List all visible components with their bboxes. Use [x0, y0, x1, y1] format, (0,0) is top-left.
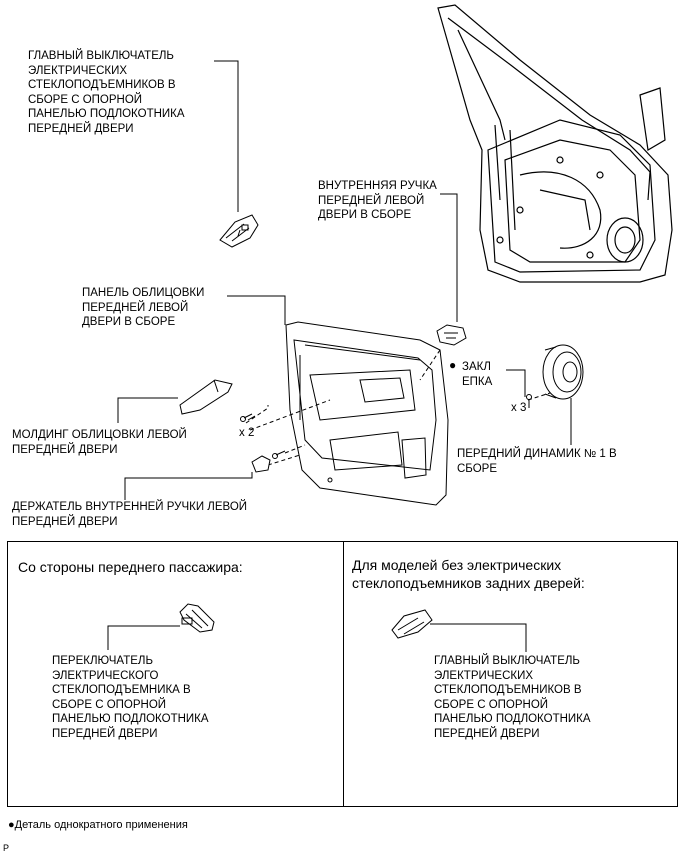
handle-holder-label: ДЕРЖАТЕЛЬ ВНУТРЕННЕЙ РУЧКИ ЛЕВОЙ ПЕРЕДНЕ…: [12, 501, 248, 528]
trim-panel-label: ПАНЕЛЬ ОБЛИЦОВКИ ПЕРЕДНЕЙ ЛЕВОЙ ДВЕРИ В …: [82, 287, 205, 328]
clip-label: ЗАКЛ ЕПКА: [462, 361, 493, 388]
leader-inner-handle: [440, 193, 458, 322]
passenger-switch-part: [179, 603, 215, 633]
passenger-switch-label: ПЕРЕКЛЮЧАТЕЛЬ ЭЛЕКТРИЧЕСКОГО СТЕКЛОПОДЪЕ…: [52, 655, 209, 740]
no-rear-windows-heading: Для моделей без электрических стеклоподъ…: [352, 557, 585, 591]
main-switch-part: [219, 214, 259, 248]
corner-mark: P: [3, 843, 10, 853]
speaker-part: [542, 344, 584, 400]
handle-holder-part: [251, 455, 271, 473]
box-main-switch-label: ГЛАВНЫЙ ВЫКЛЮЧАТЕЛЬ ЭЛЕКТРИЧЕСКИХ СТЕКЛО…: [434, 655, 591, 740]
screw-parts: [240, 413, 286, 459]
trim-panel-part: [285, 321, 449, 506]
inner-handle-part: [436, 324, 467, 346]
molding-label: МОЛДИНГ ОБЛИЦОВКИ ЛЕВОЙ ПЕРЕДНЕЙ ДВЕРИ: [12, 429, 187, 456]
box-main-switch-part: [391, 609, 433, 639]
leader-passenger-switch: [107, 625, 180, 650]
door-frame-illustration: [437, 4, 673, 283]
footnote: ●Деталь однократного применения: [8, 819, 188, 831]
screw-qty-label: x 2: [239, 427, 255, 439]
molding-part: [179, 379, 233, 415]
leader-molding: [117, 397, 178, 423]
passenger-side-heading: Со стороны переднего пассажира:: [18, 559, 243, 575]
main-switch-label: ГЛАВНЫЙ ВЫКЛЮЧАТЕЛЬ ЭЛЕКТРИЧЕСКИХ СТЕКЛО…: [28, 50, 185, 135]
clip-qty-label: x 3: [511, 402, 527, 414]
passenger-side-box: [7, 541, 344, 807]
leader-handle-holder: [124, 472, 253, 500]
no-rear-windows-box: [342, 541, 678, 807]
leader-main-switch: [214, 60, 239, 212]
leader-trim-panel: [227, 295, 286, 325]
clip-bullet: ●: [449, 358, 457, 372]
clip-part: [526, 394, 532, 408]
leader-clip: [506, 369, 526, 397]
speaker-label: ПЕРЕДНИЙ ДИНАМИК № 1 В СБОРЕ: [457, 448, 617, 475]
inner-handle-label: ВНУТРЕННЯЯ РУЧКА ПЕРЕДНЕЙ ЛЕВОЙ ДВЕРИ В …: [318, 180, 437, 221]
leader-box-main-switch: [430, 623, 527, 652]
